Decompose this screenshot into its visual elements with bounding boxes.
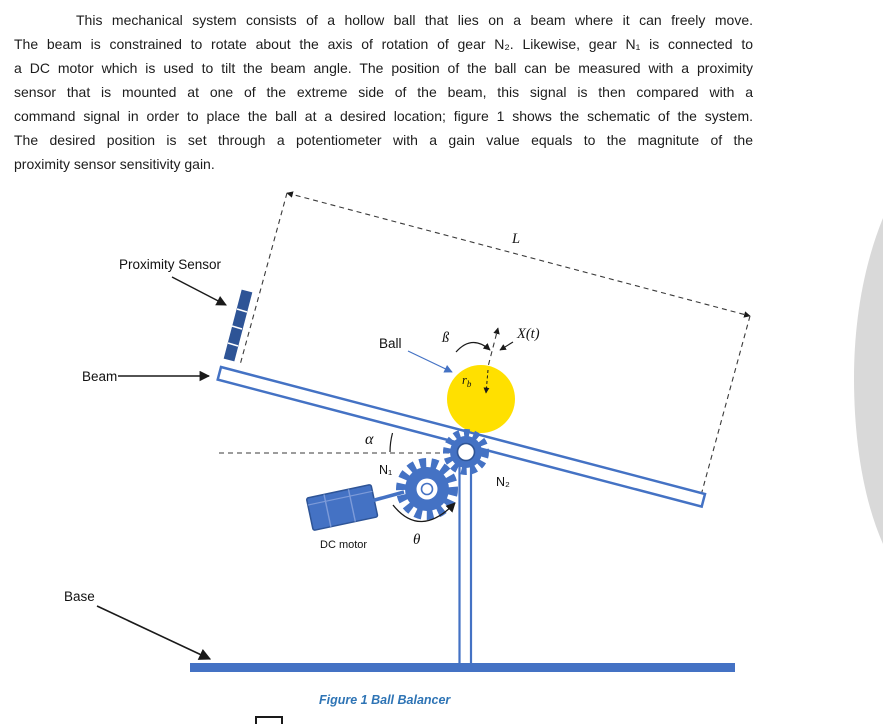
beta-rotation-arrow bbox=[455, 341, 491, 353]
ball-label: Ball bbox=[379, 336, 402, 351]
base-label: Base bbox=[64, 589, 95, 604]
scroll-edge-decoration bbox=[854, 218, 883, 544]
paragraph-line: sensor that is mounted at one of the ext… bbox=[14, 84, 753, 100]
dashed-right-edge bbox=[699, 315, 751, 500]
base-arrow bbox=[96, 605, 212, 660]
ball-shape bbox=[447, 365, 515, 433]
theta-label: θ bbox=[413, 532, 421, 548]
length-dimension-line bbox=[286, 191, 751, 318]
position-label: X(t) bbox=[516, 326, 540, 342]
theta-rotation-arrow bbox=[392, 502, 456, 523]
dc-motor-label: DC motor bbox=[320, 539, 367, 551]
ball-arrow bbox=[407, 350, 453, 373]
proximity-sensor-shape bbox=[223, 289, 253, 362]
gear-n1-label: N₁ bbox=[379, 463, 392, 477]
paragraph-line: a DC motor which is used to tilt the bea… bbox=[14, 60, 753, 76]
beam-label: Beam bbox=[82, 369, 117, 384]
paragraph-line: proximity sensor sensitivity gain. bbox=[14, 156, 215, 172]
position-arrow bbox=[499, 341, 514, 351]
beta-label: ß bbox=[441, 330, 450, 346]
paragraph-line: command signal in order to place the bal… bbox=[14, 108, 753, 124]
dc-motor-shape bbox=[306, 484, 379, 531]
figure-caption: Figure 1 Ball Balancer bbox=[319, 693, 451, 707]
partial-element bbox=[255, 716, 283, 724]
gear-n1-shape bbox=[396, 458, 458, 520]
paragraph-line: This mechanical system consists of a hol… bbox=[76, 12, 753, 28]
ball-radius-label: rb bbox=[462, 373, 472, 389]
alpha-angle-arc bbox=[389, 432, 394, 453]
intro-paragraph: This mechanical system consists of a hol… bbox=[14, 8, 753, 176]
ball-radius-arrow bbox=[483, 369, 490, 394]
base-bar bbox=[190, 663, 735, 672]
alpha-label: α bbox=[365, 431, 374, 448]
gear-n2-shape bbox=[443, 429, 489, 475]
paragraph-line: The beam is constrained to rotate about … bbox=[14, 36, 753, 52]
motor-shaft bbox=[370, 490, 405, 503]
gear-n2-label: N₂ bbox=[496, 475, 510, 489]
paragraph-line: The desired position is set through a po… bbox=[14, 132, 753, 148]
proximity-sensor-arrow bbox=[171, 276, 227, 306]
length-label: L bbox=[511, 231, 520, 247]
proximity-sensor-label: Proximity Sensor bbox=[119, 257, 222, 272]
dashed-left-edge bbox=[239, 192, 288, 366]
